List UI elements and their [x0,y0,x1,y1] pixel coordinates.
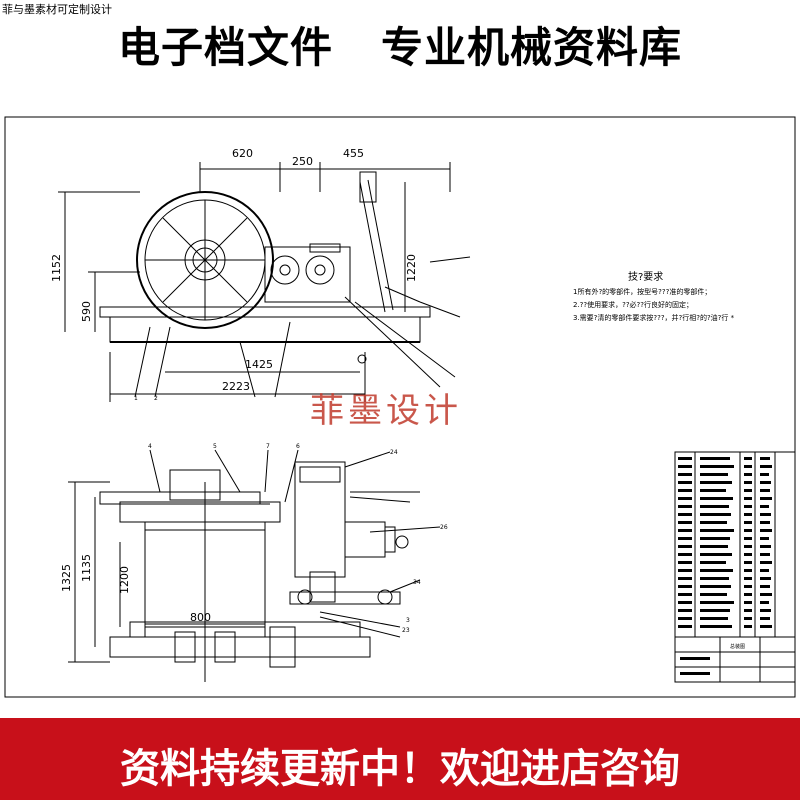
callout-24: 24 [390,449,398,456]
dim-455: 455 [343,147,364,160]
part-callouts: 1 2 3 4 5 6 7 23 24 26 34 [134,395,448,634]
callout-26: 26 [440,524,448,531]
drawing-canvas: 620 250 455 1152 590 1220 1425 2223 1325… [4,116,796,698]
tech-requirements: 技?要求 1所有外?的零部件，按型号???准的零部件； 2.??使用要求，??必… [573,270,735,322]
dim-250: 250 [292,155,313,168]
dim-2223: 2223 [222,380,250,393]
watermark: 菲墨设计 [310,391,462,431]
dimension-labels: 620 250 455 1152 590 1220 1425 2223 1325… [50,147,418,624]
bottom-banner: 资料持续更新中！欢迎进店咨询 [0,718,800,800]
dim-1152: 1152 [50,254,63,282]
dim-1425: 1425 [245,358,273,371]
tech-req-line-1: 1所有外?的零部件，按型号???准的零部件； [573,287,711,296]
tech-req-line-2: 2.??使用要求，??必??行良好的固定； [573,300,693,309]
banner-title: 电子档文件专业机械资料库 [0,14,800,75]
callout-4: 4 [148,443,152,450]
callout-1: 1 [134,395,138,402]
tech-req-line-3: 3.需要?清的零部件要求按???，并?行相?的?油?行 * [573,313,735,322]
dim-1200: 1200 [118,566,131,594]
dim-1220: 1220 [405,254,418,282]
callout-34: 34 [413,579,421,586]
footer-slogan: 资料持续更新中！欢迎进店咨询 [120,746,680,792]
banner-title-right: 专业机械资料库 [381,23,683,72]
tech-req-title: 技?要求 [628,270,663,283]
callout-5: 5 [213,443,217,450]
callout-7: 7 [266,443,270,450]
dim-1325: 1325 [60,564,73,592]
callout-23: 23 [402,627,410,634]
dim-800: 800 [190,611,211,624]
title-block-label: 总装图 [730,643,745,650]
callout-6: 6 [296,443,300,450]
dim-620: 620 [232,147,253,160]
banner-title-left: 电子档文件 [117,23,333,72]
engineering-drawing: 620 250 455 1152 590 1220 1425 2223 1325… [0,72,800,718]
top-banner: 菲与墨素材可定制设计 电子档文件专业机械资料库 [0,0,800,72]
drawing-border [4,116,796,698]
elevation-view [58,162,471,402]
shop-tag: 菲与墨素材可定制设计 [2,1,112,17]
dim-1135: 1135 [80,554,93,582]
callout-2: 2 [154,395,158,402]
plan-view [68,449,441,682]
dim-590: 590 [80,301,93,322]
parts-list-table [674,451,796,683]
callout-3: 3 [406,617,410,624]
parts-list-rows [678,457,772,675]
